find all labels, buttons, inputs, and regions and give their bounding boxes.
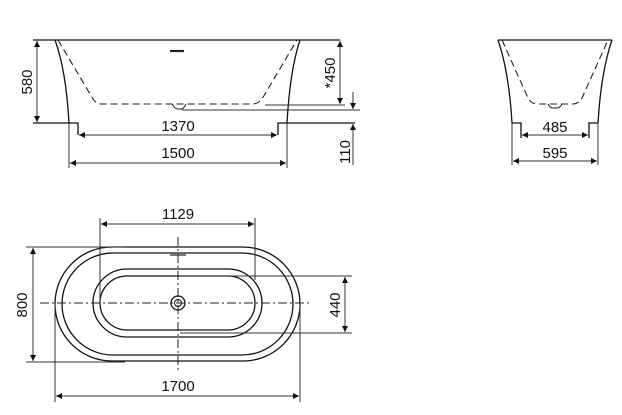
dim-label-1129: 1129 (162, 206, 194, 223)
front-drain (171, 103, 187, 110)
front-view: 580 1370 1500 *450 110 (19, 39, 360, 168)
dim-label-1500: 1500 (161, 145, 194, 162)
dim-label-800: 800 (14, 292, 31, 317)
dim-label-110: 110 (337, 140, 354, 164)
front-inner-basin (57, 39, 298, 105)
plan-drain-outer (170, 295, 186, 311)
side-foot-left (512, 122, 522, 138)
dim-label-595: 595 (542, 145, 567, 162)
front-foot-right (277, 122, 355, 135)
dim-label-450: *450 (322, 58, 339, 89)
side-drain (547, 103, 563, 109)
dim-label-440: 440 (327, 292, 344, 317)
dim-label-1370: 1370 (161, 118, 194, 135)
front-outer-right (286, 39, 301, 124)
side-view: 485 595 (497, 39, 613, 165)
side-outer-right (597, 39, 613, 124)
plan-drain-inner (174, 299, 182, 307)
side-outer-left (497, 39, 513, 124)
side-inner-basin (501, 39, 609, 105)
front-outer-left (54, 39, 70, 124)
dim-label-485: 485 (542, 119, 567, 136)
dim-label-580: 580 (19, 69, 36, 94)
plan-view: 1129 800 440 1700 (14, 206, 352, 402)
side-foot-right (588, 122, 598, 138)
plan-outer-rim-inner (61, 252, 294, 356)
front-foot-left (33, 122, 79, 135)
dim-label-1700: 1700 (161, 378, 194, 395)
